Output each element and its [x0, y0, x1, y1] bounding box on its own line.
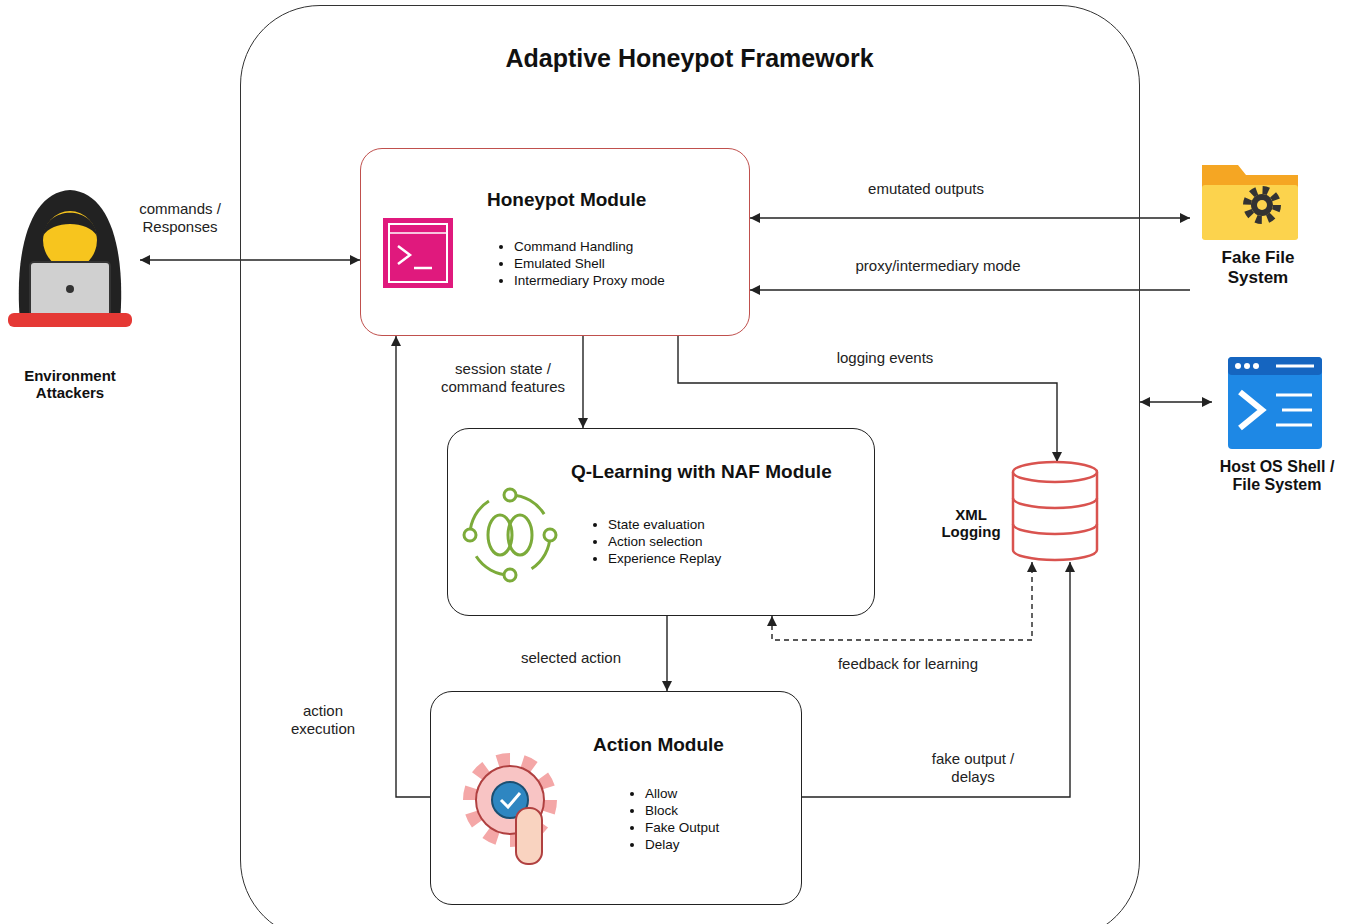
check-mark — [501, 793, 520, 807]
bullet-item: Action selection — [608, 534, 703, 549]
folder-gear-hole — [1257, 200, 1267, 210]
attacker-face — [43, 211, 97, 269]
database-node: XML Logging — [935, 462, 1100, 562]
resource-node: Host OS Shell / File System — [1212, 352, 1342, 512]
flow-connector — [802, 562, 1070, 797]
module-box: Action ModuleAllowBlockFake OutputDelay — [430, 691, 802, 905]
attacker-hair — [43, 213, 97, 236]
terminal-prompt — [398, 246, 410, 264]
cycle-ring — [470, 495, 550, 575]
edge-label: action execution — [283, 701, 364, 739]
edge-label: emutated outputs — [865, 179, 987, 199]
flow-connector — [1140, 401, 1212, 402]
flow-connector — [582, 336, 583, 428]
flow-connector — [678, 336, 1057, 462]
node-title: Action Module — [593, 734, 724, 756]
edge-label: proxy/intermediary mode — [852, 256, 1023, 276]
edge-label: logging events — [834, 348, 937, 368]
node-title: Adaptive Honeypot Framework — [241, 44, 1138, 73]
terminal-frame — [389, 224, 447, 282]
module-box: Q-Learning with NAF ModuleState evaluati… — [447, 428, 875, 616]
brain-lobe — [508, 515, 532, 555]
window-dot — [1253, 363, 1259, 369]
folder-gear-body — [1251, 194, 1273, 216]
bullet-item: Emulated Shell — [514, 256, 605, 271]
shell-line — [1282, 409, 1312, 412]
flow-connector — [666, 616, 667, 691]
feedback-connector — [772, 562, 1032, 640]
shell-line — [1276, 394, 1312, 397]
ring-node — [464, 529, 476, 541]
node-title: Environment Attackers — [0, 367, 140, 401]
window-dot — [1235, 363, 1241, 369]
laptop — [30, 262, 110, 317]
node-title: Fake File System — [1202, 248, 1314, 288]
flow-connector — [750, 217, 1190, 218]
bullet-item: Delay — [645, 837, 680, 852]
node-title: XML Logging — [935, 506, 1007, 540]
folder-gear — [1247, 190, 1277, 220]
flow-connector — [396, 336, 430, 797]
flow-connector — [750, 289, 1190, 290]
shell-line — [1276, 424, 1312, 427]
flow-connector — [140, 259, 360, 260]
terminal-bar — [389, 232, 447, 234]
ring-node — [504, 569, 516, 581]
edge-label: session state / command features — [435, 359, 571, 397]
bullet-item: Block — [645, 803, 678, 818]
node-title: Q-Learning with NAF Module — [571, 461, 832, 483]
bullet-item: Command Handling — [514, 239, 633, 254]
ring-node — [504, 489, 516, 501]
database-body — [1013, 472, 1097, 560]
window-dot — [1244, 363, 1250, 369]
shell-icon — [1228, 357, 1322, 449]
actor-node: Environment Attackers — [0, 185, 140, 410]
database-band — [1013, 524, 1097, 534]
shell-titlebar — [1228, 357, 1322, 375]
bullet-item: Fake Output — [645, 820, 719, 835]
node-title: Honeypot Module — [487, 189, 646, 211]
window-bar — [1276, 365, 1314, 368]
database-top — [1013, 462, 1097, 482]
edge-label: selected action — [518, 648, 624, 668]
laptop-base — [8, 313, 132, 327]
attacker-hood — [19, 190, 121, 322]
database-band — [1013, 498, 1097, 508]
hand — [516, 808, 542, 864]
terminal-cursor — [414, 267, 432, 270]
shell-chevron — [1240, 392, 1262, 428]
terminal-icon — [383, 218, 453, 288]
resource-node: Fake File System — [1190, 150, 1325, 300]
bullet-item: Intermediary Proxy mode — [514, 273, 665, 288]
edge-label: feedback for learning — [835, 654, 981, 674]
edge-label: commands / Responses — [130, 199, 231, 237]
module-box: Honeypot ModuleCommand HandlingEmulated … — [360, 148, 750, 336]
laptop-logo — [66, 285, 74, 293]
edge-label: fake output / delays — [920, 749, 1026, 787]
bullet-item: Allow — [645, 786, 677, 801]
folder-front — [1202, 185, 1298, 240]
node-title: Host OS Shell / File System — [1212, 458, 1342, 494]
bullet-item: Experience Replay — [608, 551, 721, 566]
bullet-item: State evaluation — [608, 517, 705, 532]
ring-node — [544, 529, 556, 541]
